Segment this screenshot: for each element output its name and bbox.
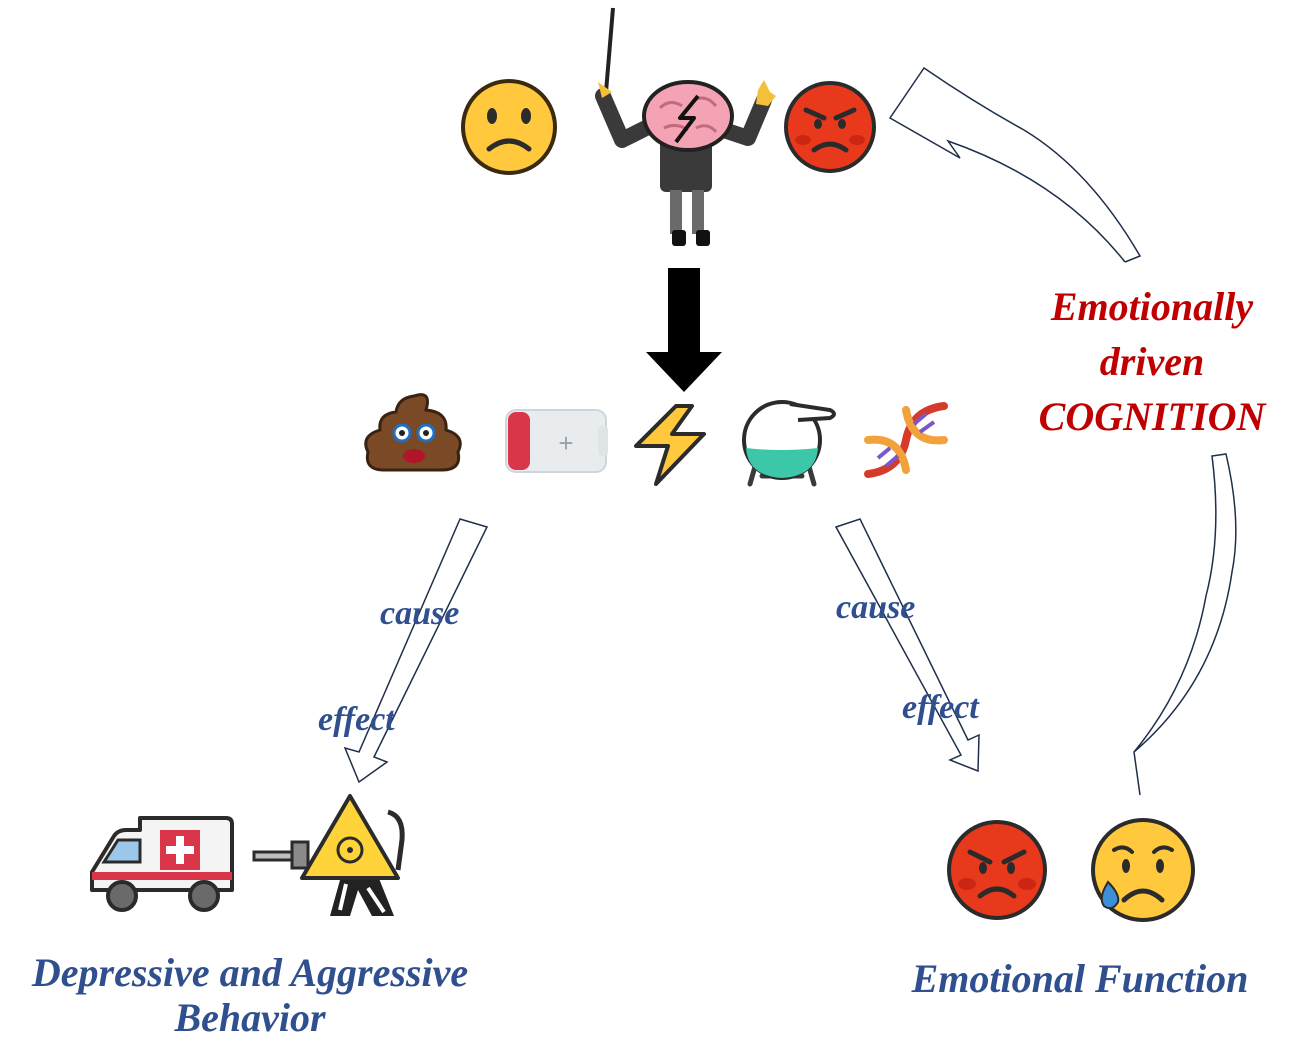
- svg-text:+: +: [558, 428, 573, 458]
- right-cause-effect-arrow: [834, 518, 980, 773]
- lightning-icon: [634, 404, 706, 486]
- slightly-frowning-face-icon: [461, 79, 557, 175]
- low-battery-icon: +: [505, 409, 608, 473]
- angry-face-icon: [947, 820, 1047, 920]
- left-outcome-label-line2: Behavior: [174, 995, 326, 1040]
- feedback-curved-arrow: [888, 66, 1237, 796]
- left-cause-effect-arrow: [343, 518, 489, 784]
- poo-icon: [364, 393, 462, 472]
- main-down-arrow: [646, 268, 722, 392]
- crying-face-icon: [1091, 818, 1195, 922]
- left-outcome-label-line1: Depressive and Aggressive: [31, 950, 469, 995]
- left-cause-label: cause: [380, 595, 460, 632]
- brain-conductor-icon: [595, 7, 776, 246]
- biohazard-creature-icon: [252, 794, 405, 916]
- cognition-label-line2: driven: [1099, 339, 1205, 384]
- right-cause-label: cause: [836, 589, 916, 626]
- flask-icon: [742, 400, 836, 487]
- ambulance-icon: [90, 816, 234, 912]
- left-effect-label: effect: [318, 701, 395, 738]
- angry-face-icon: [784, 81, 876, 173]
- cognition-label-line1: Emotionally: [1050, 284, 1254, 329]
- right-outcome-label: Emotional Function: [911, 956, 1249, 1001]
- right-effect-label: effect: [902, 689, 979, 726]
- dna-icon: [864, 402, 948, 478]
- cognition-label-line3: COGNITION: [1038, 394, 1266, 439]
